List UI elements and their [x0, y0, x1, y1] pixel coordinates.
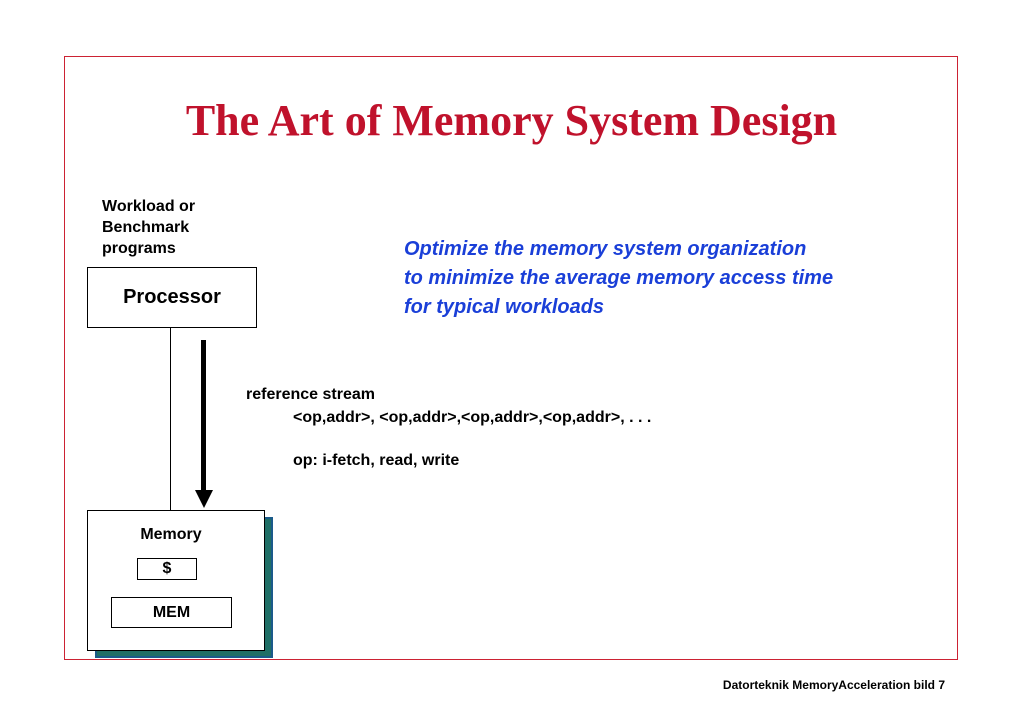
memory-box: Memory $ MEM	[87, 510, 265, 651]
goal-text: Optimize the memory system organization …	[404, 238, 834, 318]
arrow-head-icon	[195, 490, 213, 508]
slide-title: The Art of Memory System Design	[185, 96, 838, 145]
main-memory-box: MEM	[111, 597, 232, 628]
processor-memory-line	[170, 328, 171, 511]
mem-label: MEM	[152, 603, 191, 621]
reference-stream-arrow	[201, 340, 206, 492]
slide-frame	[64, 56, 958, 660]
memory-label: Memory	[140, 526, 202, 543]
workload-label: Workload or Benchmark programs	[102, 198, 196, 257]
processor-box: Processor	[87, 267, 257, 328]
reference-stream-example: <op,addr>, <op,addr>,<op,addr>,<op,addr>…	[293, 409, 652, 426]
cache-box: $	[137, 558, 197, 580]
cache-label: $	[162, 560, 172, 577]
processor-label: Processor	[123, 286, 221, 308]
reference-stream-label: reference stream	[246, 386, 375, 403]
op-definition: op: i-fetch, read, write	[293, 452, 460, 469]
slide-footer: Datorteknik MemoryAcceleration bild 7	[722, 678, 945, 692]
